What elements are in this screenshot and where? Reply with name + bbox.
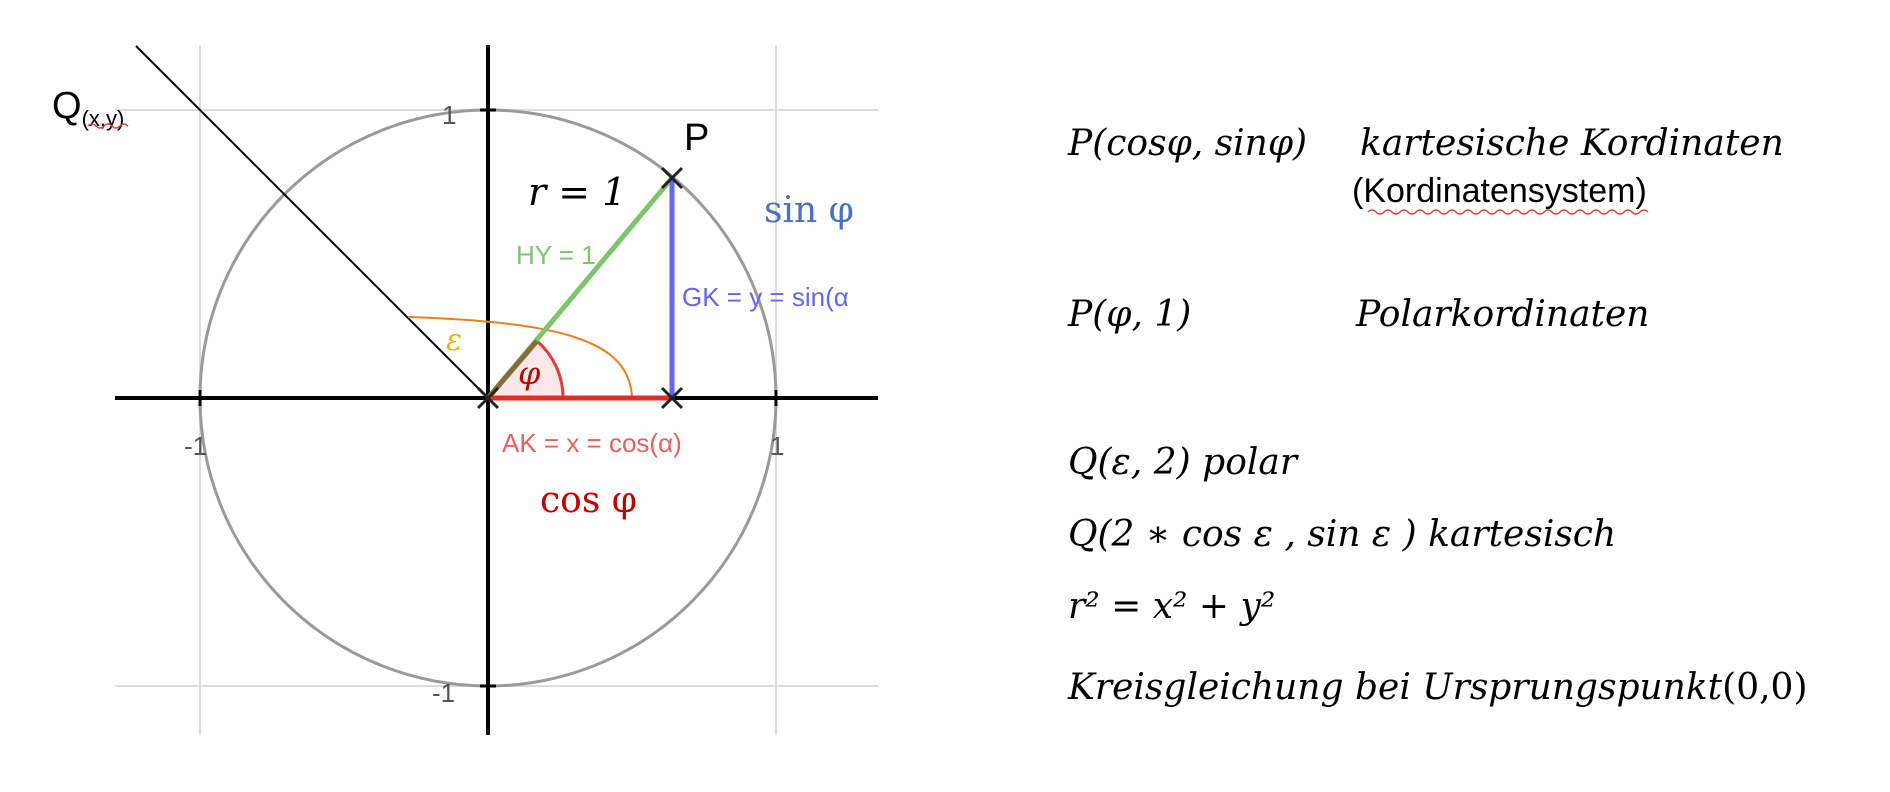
foot-marker xyxy=(660,386,684,410)
note-line-3: Q(ε, 2) polar xyxy=(1068,442,1299,483)
tick-label-x-neg1: -1 xyxy=(184,431,207,461)
q-sub-spellcheck-underline xyxy=(87,123,129,129)
notes: P(cosφ, sinφ) kartesische Kordinaten (Ko… xyxy=(1067,123,1808,708)
epsilon-arc xyxy=(407,316,633,399)
label-opposite: GK = y = sin(α xyxy=(682,282,849,312)
note-line-2-text: Polarkordinaten xyxy=(1355,294,1649,335)
note-line-6: Kreisgleichung bei Ursprungspunkt(0,0) xyxy=(1067,667,1808,708)
tick-label-y-pos1: 1 xyxy=(442,100,456,130)
label-q: Q(x,y) xyxy=(52,85,124,131)
tick-label-x-pos1: 1 xyxy=(770,431,784,461)
origin-marker xyxy=(476,386,500,410)
label-hypotenuse: HY = 1 xyxy=(516,240,596,270)
spellcheck-underline xyxy=(1367,209,1649,215)
q-line xyxy=(135,45,489,399)
label-sin-phi: sin φ xyxy=(764,190,854,231)
tick-label-y-neg1: -1 xyxy=(432,678,455,708)
note-line-2-formula: P(φ, 1) xyxy=(1067,294,1191,335)
label-p: P xyxy=(684,117,709,159)
phi-angle-fill xyxy=(488,341,564,398)
note-line-1-text: kartesische Kordinaten xyxy=(1360,123,1784,164)
axis-ticks xyxy=(198,108,778,688)
label-epsilon: ε xyxy=(446,323,462,358)
point-markers xyxy=(476,166,684,410)
note-line-1-subtext: (Kordinatensystem) xyxy=(1352,172,1647,210)
label-adjacent: AK = x = cos(α) xyxy=(502,428,682,458)
note-line-5: r² = x² + y² xyxy=(1068,586,1275,627)
note-line-1-formula: P(cosφ, sinφ) xyxy=(1067,123,1307,164)
note-line-4: Q(2 ∗ cos ε , sin ε ) kartesisch xyxy=(1068,514,1616,555)
point-p-marker xyxy=(660,166,684,190)
phi-angle-arc xyxy=(536,339,565,399)
label-r-equals-1: r = 1 xyxy=(528,170,626,214)
label-cos-phi: cos φ xyxy=(540,480,637,521)
label-phi: φ xyxy=(518,354,541,392)
